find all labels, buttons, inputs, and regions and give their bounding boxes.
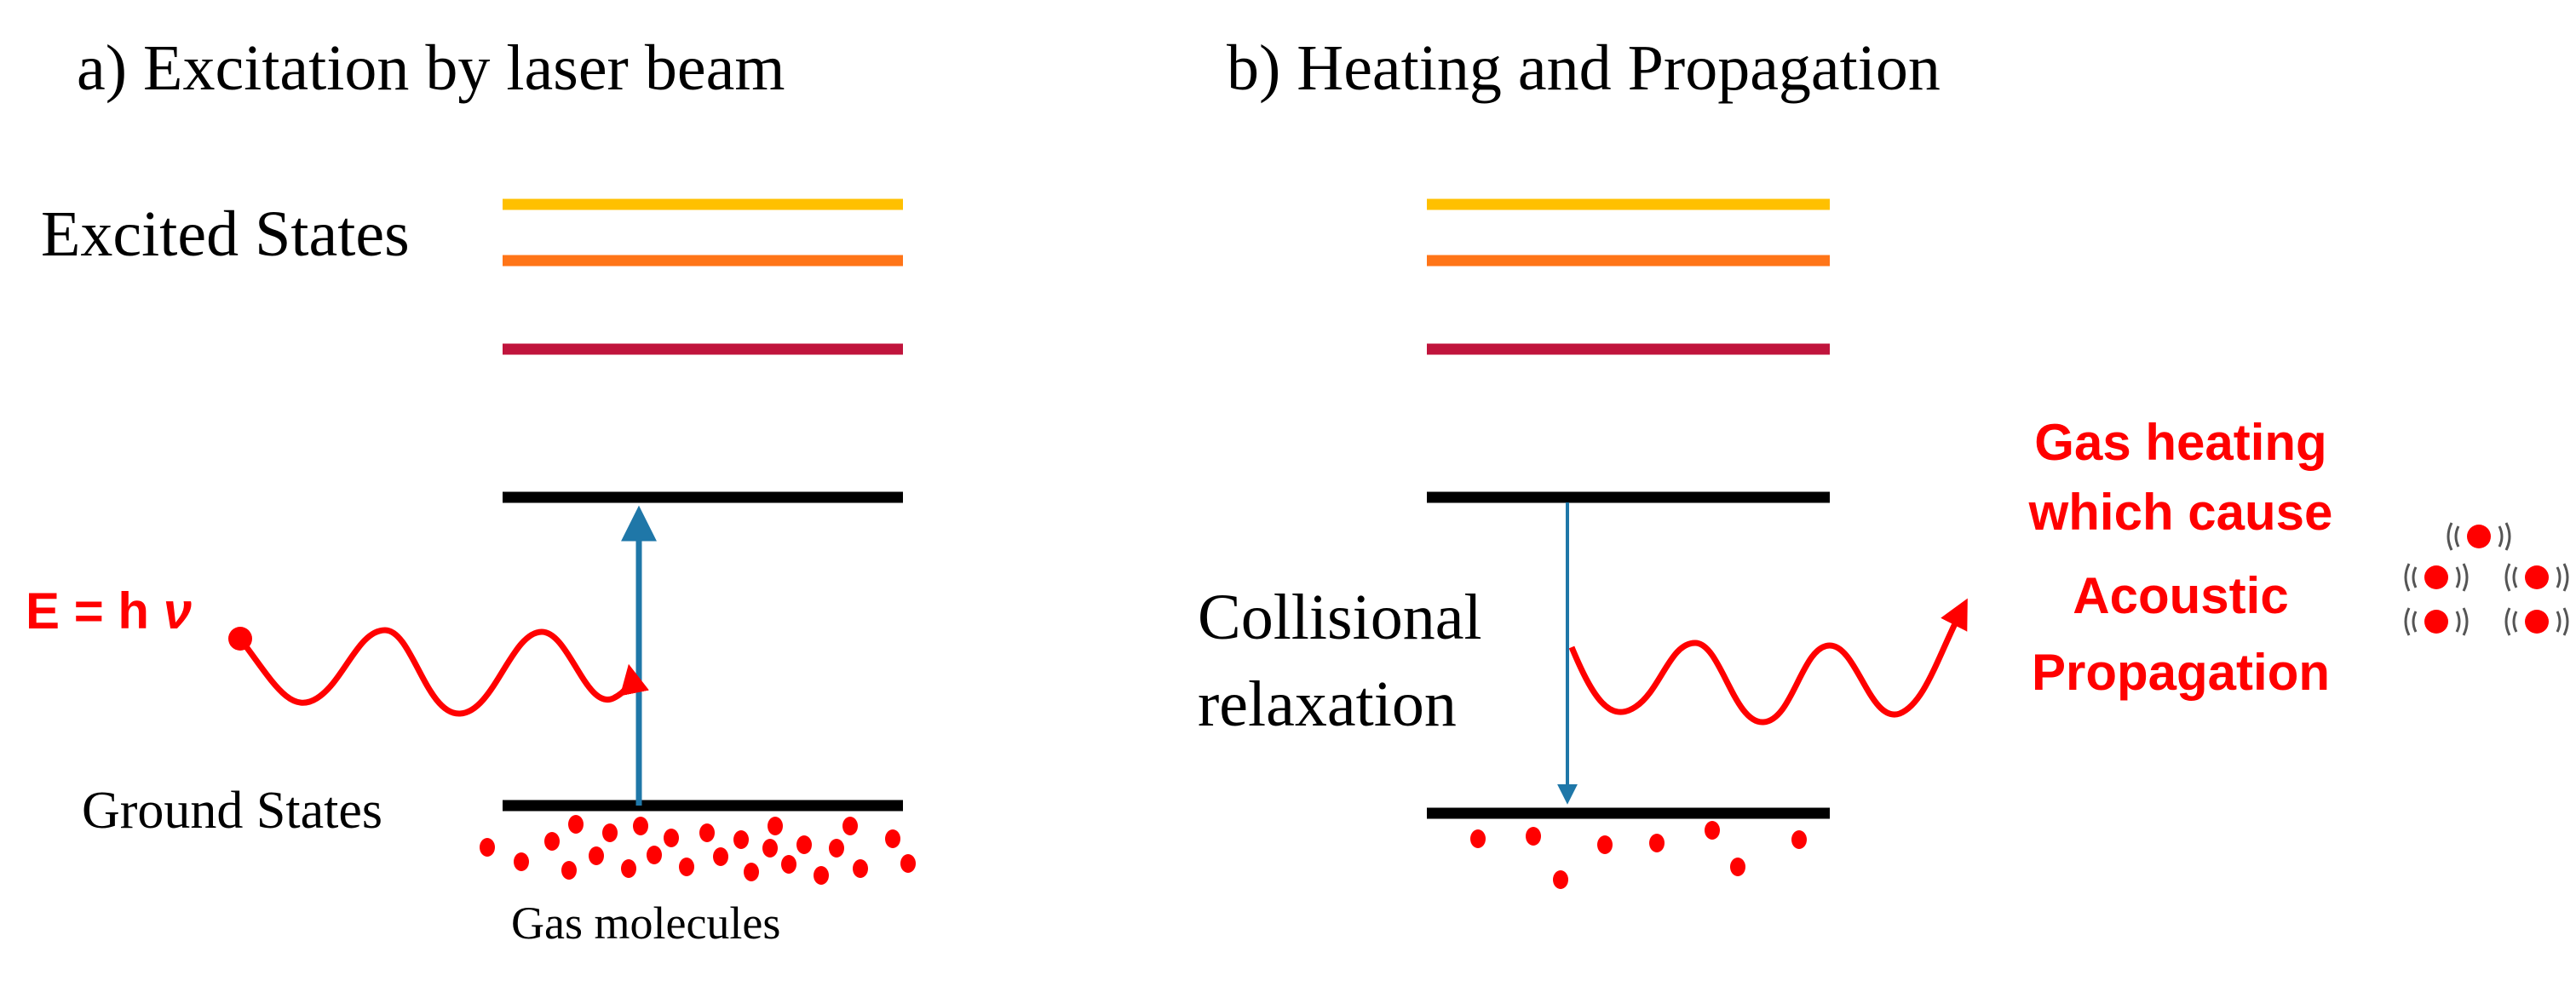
vibrating-molecule — [2404, 563, 2469, 592]
heating-line2: which cause — [2028, 484, 2333, 541]
molecule — [568, 815, 584, 834]
molecule — [1705, 821, 1720, 840]
molecule — [1791, 830, 1807, 849]
molecule — [664, 829, 679, 847]
molecule — [621, 859, 636, 878]
molecule — [633, 817, 648, 835]
vibrating-molecule — [2504, 607, 2569, 636]
ground-states-label: Ground States — [82, 782, 382, 840]
panel-a: a) Excitation by laser beam Excited Stat… — [26, 32, 916, 949]
panel-a-title: a) Excitation by laser beam — [77, 32, 785, 104]
relaxation-label-line2: relaxation — [1198, 668, 1457, 740]
molecule — [733, 830, 749, 849]
molecule — [1597, 835, 1613, 854]
molecule — [544, 832, 560, 851]
vibrating-molecules — [2404, 522, 2569, 636]
molecule — [589, 846, 604, 865]
molecule — [768, 817, 783, 835]
gas-molecules-label: Gas molecules — [511, 898, 780, 949]
molecule — [744, 863, 759, 881]
molecule — [885, 829, 900, 848]
relaxation-label-line1: Collisional — [1198, 582, 1482, 653]
molecule — [679, 858, 694, 876]
vibrating-molecule — [2447, 522, 2511, 551]
gas-molecules-a — [480, 815, 916, 885]
molecule — [561, 861, 577, 880]
molecule — [853, 859, 868, 878]
molecule — [1730, 858, 1745, 876]
molecule — [762, 839, 778, 858]
molecule — [829, 839, 844, 858]
molecule — [1553, 870, 1568, 889]
photon-wave — [238, 627, 649, 717]
heating-line4: Propagation — [2032, 644, 2330, 701]
heating-line3: Acoustic — [2073, 567, 2288, 624]
vibrating-molecule — [2504, 563, 2569, 592]
molecule — [781, 855, 796, 874]
molecule — [1526, 827, 1541, 846]
panel-b: b) Heating and Propagation Collisional r… — [1198, 32, 2569, 889]
energy-label: E = h ν — [26, 582, 192, 640]
molecule — [814, 866, 829, 885]
molecule — [602, 823, 618, 842]
heating-line1: Gas heating — [2034, 414, 2326, 471]
molecule — [796, 835, 812, 854]
heat-wave — [1568, 598, 1968, 726]
molecule — [514, 852, 529, 871]
excited-states-label: Excited States — [41, 198, 410, 270]
molecule — [842, 817, 858, 835]
molecule — [1470, 829, 1486, 848]
vibrating-molecule — [2404, 607, 2469, 636]
molecule — [1649, 834, 1665, 852]
panel-b-title: b) Heating and Propagation — [1227, 32, 1941, 104]
gas-molecules-b — [1470, 821, 1807, 889]
molecule — [699, 823, 715, 842]
molecule — [900, 854, 916, 873]
molecule — [713, 847, 728, 866]
molecule — [647, 846, 662, 864]
heating-text: Gas heating which cause Acoustic Propaga… — [2028, 414, 2333, 701]
molecule — [480, 838, 495, 857]
